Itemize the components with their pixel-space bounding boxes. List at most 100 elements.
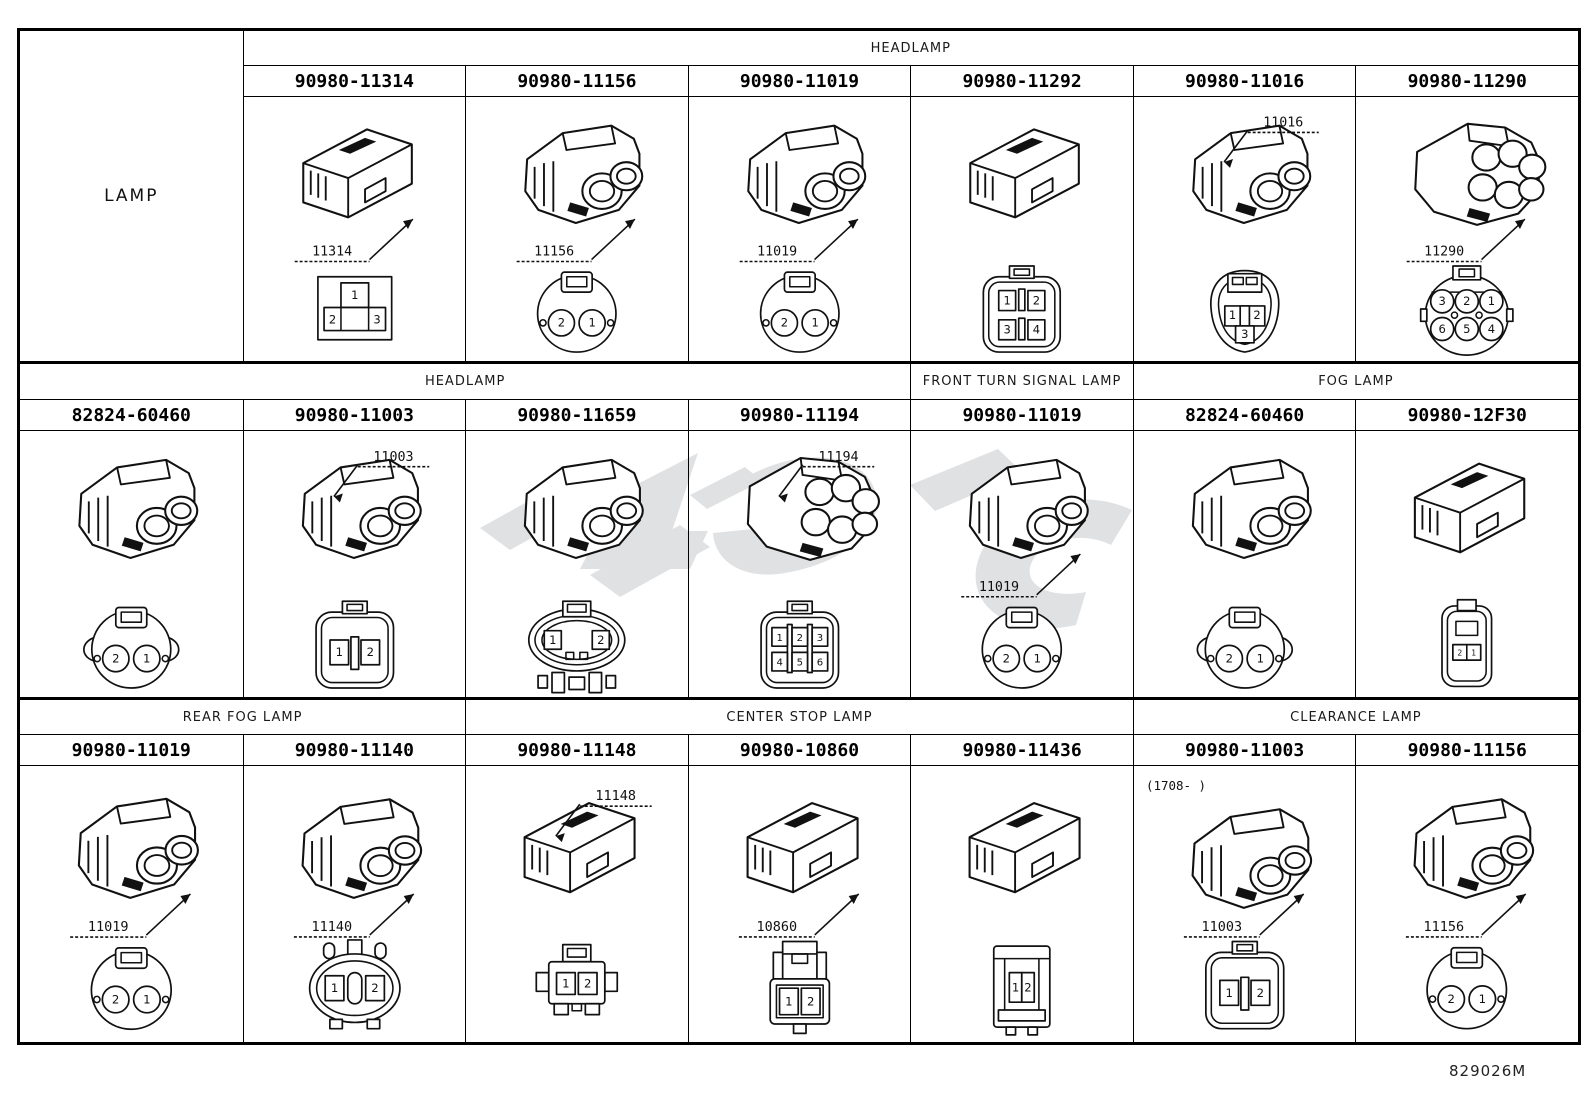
pin-number: 2 (371, 981, 378, 995)
pin-number: 2 (366, 645, 373, 659)
part-number: 90980-11148 (465, 735, 688, 766)
callout: 10860 (738, 893, 859, 938)
pin-number: 3 (1004, 323, 1011, 337)
pin-number: 1 (562, 976, 569, 990)
pin-number: 2 (328, 313, 335, 327)
pin-number: 1 (549, 633, 556, 647)
callout-label: 11290 (1425, 245, 1465, 260)
part-number: 90980-11016 (1132, 66, 1356, 97)
pin-number: 3 (816, 633, 822, 644)
pin-number: 2 (112, 651, 119, 665)
pin-number: 1 (811, 316, 818, 330)
callout-label: 11148 (596, 788, 637, 804)
pin-number: 1 (1256, 651, 1263, 665)
callout: 11156 (516, 218, 636, 263)
iso-connector-view (746, 802, 859, 894)
part-number: 90980-11194 (687, 400, 911, 431)
part-number: 90980-11436 (910, 735, 1133, 766)
pin-number: 3 (1439, 294, 1446, 308)
pin-number: 3 (1241, 327, 1248, 341)
pin-number: 2 (1464, 294, 1471, 308)
callout-label: 11156 (534, 245, 574, 260)
pin-number: 2 (1025, 980, 1032, 994)
callout-label: 11019 (757, 245, 797, 260)
iso-connector-view (523, 458, 644, 559)
pin-number: 1 (351, 288, 358, 302)
group-header-headlamp: HEADLAMP (242, 31, 1578, 66)
iso-connector-view (969, 128, 1081, 219)
pin-number: 4 (1488, 322, 1495, 336)
pin-number: 3 (373, 313, 380, 327)
iso-connector-view (1414, 122, 1547, 226)
part-number: 90980-11292 (910, 66, 1133, 97)
iso-connector-view (78, 458, 199, 559)
group-header-clearance-lamp: CLEARANCE LAMP (1132, 700, 1578, 735)
callout-label: 11019 (88, 919, 129, 935)
pin-number: 6 (816, 658, 822, 669)
pin-number: 1 (1472, 648, 1477, 657)
pin-number: 1 (143, 992, 150, 1006)
callout: 11003 (1183, 893, 1305, 938)
part-number: 90980-11314 (242, 66, 466, 97)
pin-number: 5 (796, 658, 802, 669)
pin-number: 1 (1225, 986, 1232, 1000)
part-number: 82824-60460 (1132, 400, 1356, 431)
pin-number: 2 (1003, 651, 1010, 665)
part-number: 90980-11156 (465, 66, 688, 97)
callout-label: 11140 (311, 919, 352, 935)
pin-number: 1 (1004, 293, 1011, 307)
iso-connector-view (969, 458, 1090, 559)
callout-label: 11314 (312, 245, 352, 260)
callout: 11314 (294, 218, 414, 263)
pin-number: 2 (112, 992, 119, 1006)
connector-cell: 11019 2 1 (20, 766, 243, 1042)
doc-code: 829026M (1449, 1062, 1527, 1080)
group-header-rear-fog-lamp: REAR FOG LAMP (20, 700, 466, 735)
iso-connector-view (1413, 798, 1535, 899)
part-number: 90980-11003 (1132, 735, 1356, 766)
pin-number: 2 (1225, 651, 1232, 665)
pin-number: 1 (143, 651, 150, 665)
iso-connector-view (746, 124, 866, 225)
connector-drawing: 11019 2 1 (70, 797, 199, 1031)
part-number: 90980-11659 (465, 400, 688, 431)
callout: 11156 (1406, 893, 1527, 938)
callout-label: 11003 (373, 450, 413, 465)
connector-cell: 11314 1 2 3 (242, 97, 466, 361)
